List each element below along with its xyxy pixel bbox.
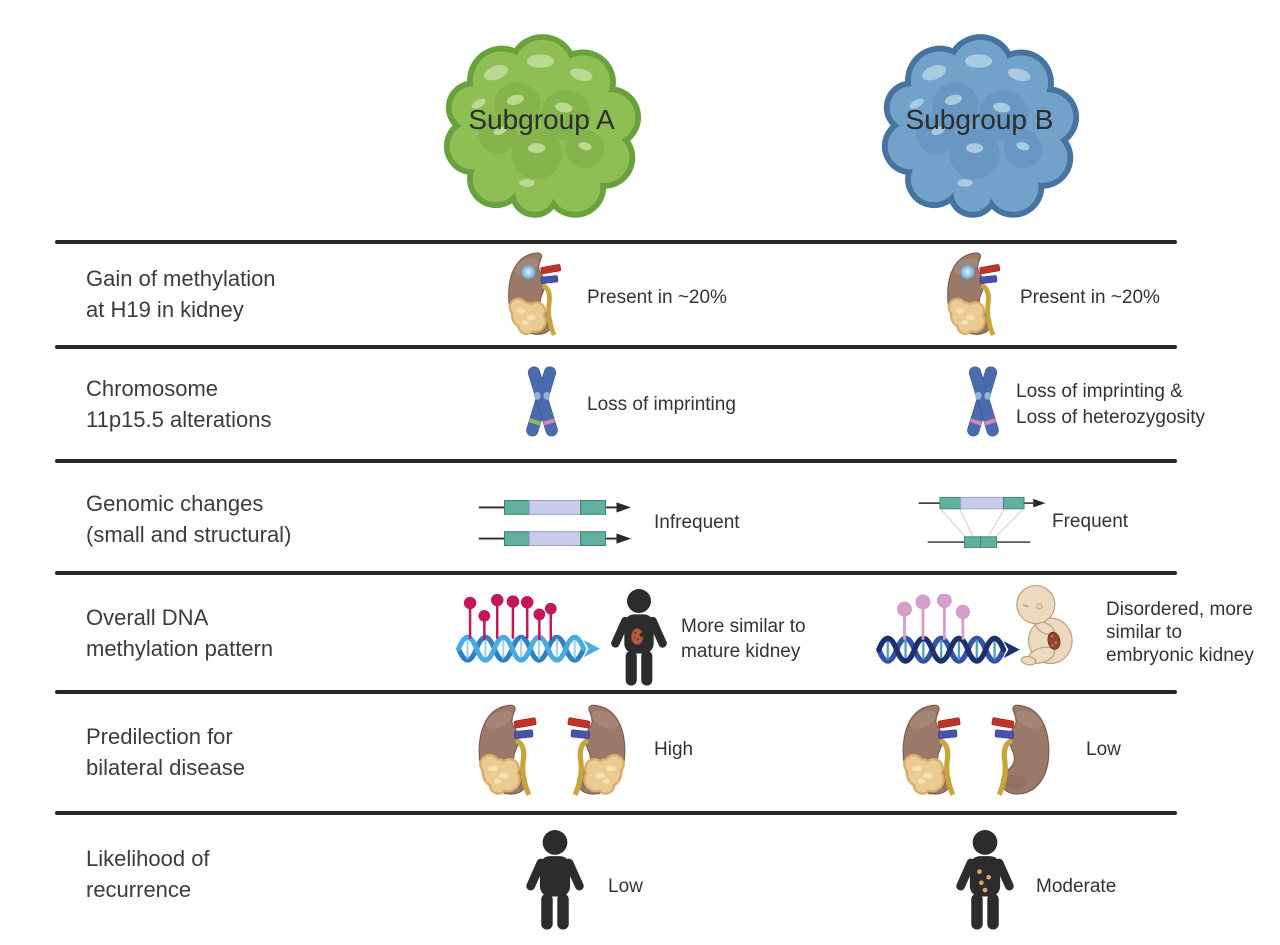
gene-cassettes-icon <box>477 499 633 547</box>
value-b-methylation: Disordered, more similar to embryonic ki… <box>1106 599 1254 666</box>
value-b-chromosome: Loss of imprinting & Loss of heterozygos… <box>1016 381 1206 428</box>
dna-methylation-icon <box>876 594 1020 664</box>
dna-methylation-icon <box>456 593 601 663</box>
row-divider <box>55 240 1177 244</box>
row-label-dna-methylation: Overall DNA methylation pattern <box>86 605 274 661</box>
value-b-genomic: Frequent <box>1052 511 1129 532</box>
value-a-bilateral: High <box>654 739 694 760</box>
gene-deletion-icon <box>917 496 1047 548</box>
subgroup-b-label: Subgroup B <box>905 104 1054 135</box>
row-label-bilateral-disease: Predilection for bilateral disease <box>86 724 245 780</box>
row-label-recurrence: Likelihood of recurrence <box>86 846 210 902</box>
row-label-h19-methylation: Gain of methylation at H19 in kidney <box>86 266 276 322</box>
value-a-h19: Present in ~20% <box>587 287 727 308</box>
subgroup-a-label: Subgroup A <box>468 104 615 135</box>
kidneys-bilateral-tumor-icon <box>470 702 634 798</box>
row-divider <box>55 345 1177 349</box>
chromosome-icon <box>524 365 560 438</box>
subgroup-b-tumor-icon: Subgroup B <box>878 28 1081 218</box>
row-divider <box>55 459 1177 463</box>
value-a-methylation: More similar to mature kidney <box>681 616 806 662</box>
tumor-blob-green-icon <box>443 34 642 218</box>
tumor-blob-blue-icon <box>881 34 1080 218</box>
value-a-chromosome: Loss of imprinting <box>587 394 736 415</box>
person-recurrence-icon <box>954 830 1016 930</box>
value-b-recurrence: Moderate <box>1036 876 1117 897</box>
person-kidney-icon <box>609 589 669 686</box>
row-label-genomic-changes: Genomic changes (small and structural) <box>86 491 292 547</box>
value-b-bilateral: Low <box>1086 739 1121 760</box>
kidney-methylation-icon <box>505 249 571 339</box>
row-divider <box>55 690 1177 694</box>
kidney-methylation-icon <box>944 249 1010 339</box>
chromosome-icon <box>965 365 1001 438</box>
fetus-kidney-icon <box>1016 584 1073 666</box>
subgroup-a-tumor-icon: Subgroup A <box>440 28 643 218</box>
value-b-h19: Present in ~20% <box>1020 287 1160 308</box>
row-divider <box>55 811 1177 815</box>
row-label-chromosome: Chromosome 11p15.5 alterations <box>86 376 272 432</box>
person-icon <box>524 830 586 930</box>
row-divider <box>55 571 1177 575</box>
value-a-genomic: Infrequent <box>654 512 740 533</box>
value-a-recurrence: Low <box>608 876 643 897</box>
kidneys-unilateral-tumor-icon <box>894 702 1058 798</box>
